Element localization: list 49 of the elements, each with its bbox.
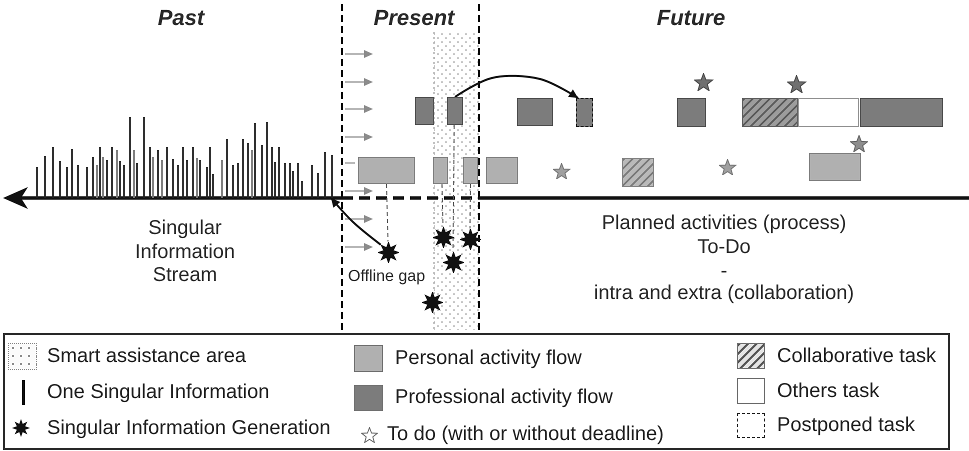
- dashed-connector: [452, 124, 455, 252]
- legend-label: Collaborative task: [777, 345, 936, 367]
- legend-label: One Singular Information: [47, 381, 270, 403]
- annotation-text: -: [720, 259, 728, 283]
- starburst-icon: [422, 292, 442, 312]
- annotation-text: intra and extra (collaboration): [594, 281, 854, 305]
- star-icon: [850, 134, 868, 152]
- annotation-text: Planned activities (process): [602, 211, 846, 235]
- period-title: Present: [374, 5, 454, 31]
- collaborative-task-box: [742, 98, 798, 127]
- starburst-icon: [378, 242, 398, 262]
- starburst-icon: [460, 228, 480, 250]
- annotation-text: To-Do: [697, 235, 751, 259]
- period-title: Future: [656, 5, 726, 31]
- others-task-box: [798, 98, 859, 127]
- professional-activity-box: [415, 97, 434, 125]
- information-stream-bars: [35, 116, 334, 198]
- curved-arrow: [330, 197, 382, 246]
- star-icon: [694, 73, 714, 92]
- period-title: Past: [158, 5, 204, 31]
- personal-activity-box: [809, 153, 861, 181]
- starburst-icon: [432, 226, 454, 248]
- star-icon: [719, 159, 737, 176]
- personal-activity-box: [358, 157, 415, 184]
- star-icon: [553, 163, 571, 180]
- legend-label: Personal activity flow: [395, 347, 582, 369]
- star-icon: [787, 75, 807, 94]
- dashed-connector: [442, 184, 444, 227]
- professional-activity-box: [860, 98, 943, 127]
- starburst-icon: [442, 252, 464, 272]
- postponed-task-box: [576, 98, 593, 127]
- collaborative-task-box: [622, 158, 654, 187]
- professional-activity-box: [517, 98, 553, 126]
- dashed-connector: [386, 184, 388, 242]
- legend-label: Singular Information Generation: [47, 417, 330, 439]
- personal-activity-box: [463, 157, 478, 184]
- dashed-connector: [470, 184, 471, 229]
- legend-label: Professional activity flow: [395, 386, 613, 408]
- professional-activity-box: [677, 98, 706, 127]
- personal-activity-box: [433, 157, 448, 184]
- legend-label: To do (with or without deadline): [387, 423, 664, 445]
- legend-label: Others task: [777, 380, 880, 402]
- legend-label: Postponed task: [777, 414, 915, 436]
- gap-label: Offline gap: [348, 268, 426, 286]
- stream-label: Singular Information Stream: [134, 217, 236, 288]
- professional-activity-box: [447, 97, 463, 125]
- curved-arrow: [454, 74, 579, 99]
- personal-activity-box: [486, 157, 518, 184]
- legend-label: Smart assistance area: [47, 345, 246, 367]
